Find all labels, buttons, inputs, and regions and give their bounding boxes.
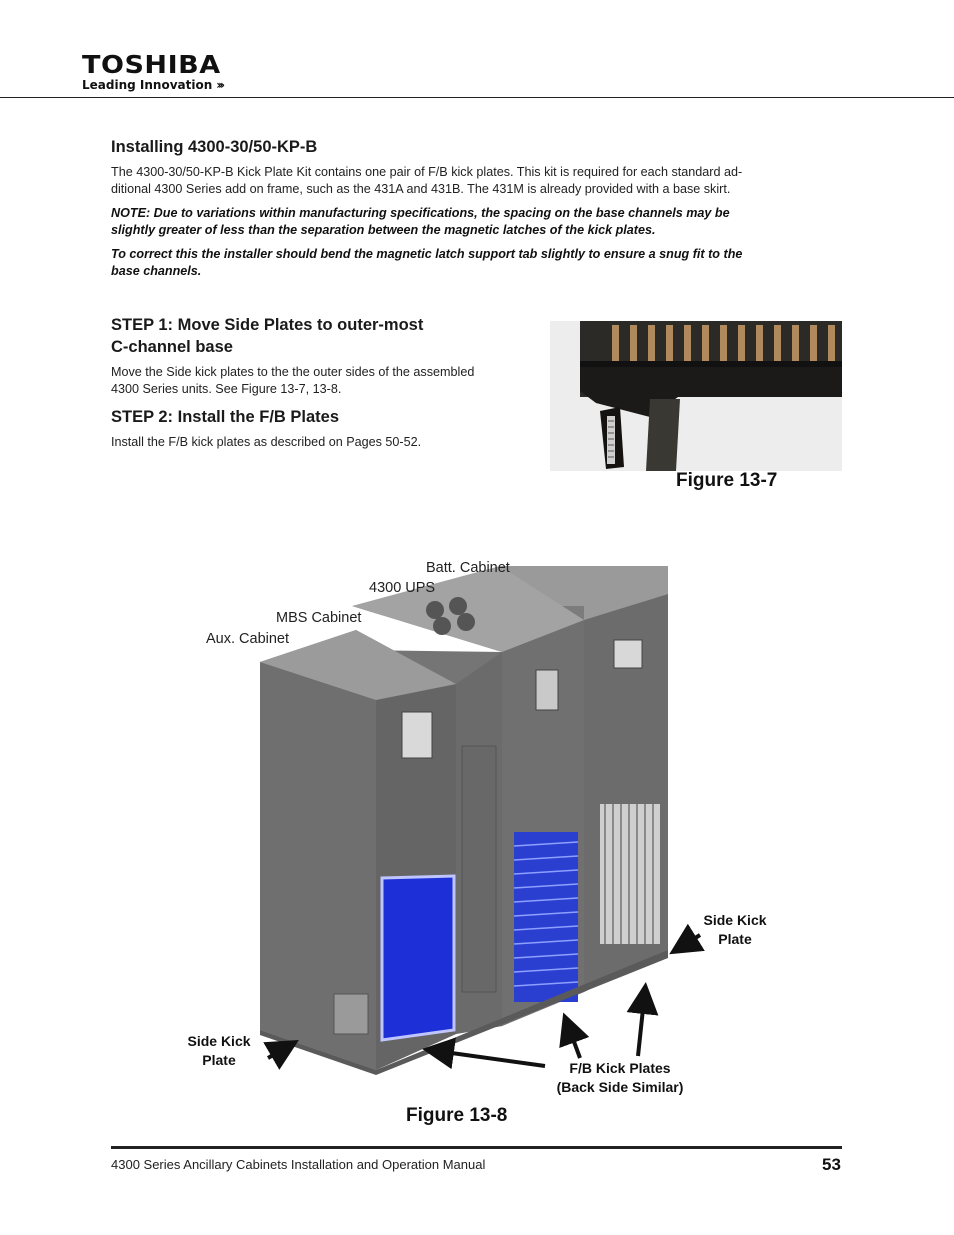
callout-side-kick-left: Side Kick Plate <box>174 1032 264 1070</box>
arrow-fb-1 <box>422 1037 546 1070</box>
note1-line-2: slightly greater of less than the separa… <box>111 223 656 237</box>
figure-13-8-caption: Figure 13-8 <box>406 1105 508 1126</box>
arrow-side-left <box>263 1039 299 1070</box>
tagline: Leading Innovation››› <box>82 78 225 92</box>
step2-text: Install the F/B kick plates as described… <box>111 435 422 449</box>
label-batt-cabinet: Batt. Cabinet <box>426 560 510 576</box>
callout-side-right-line-1: Side Kick <box>703 912 767 928</box>
step1-title-line-2: C-channel base <box>111 338 233 356</box>
callout-fb-line-2: (Back Side Similar) <box>556 1079 684 1095</box>
figure-13-7-photo <box>550 321 842 471</box>
step2-title: STEP 2: Install the F/B Plates <box>111 408 340 426</box>
arrow-fb-3 <box>626 982 659 1057</box>
figure-13-8-drawing <box>260 566 668 1075</box>
callout-side-left-line-1: Side Kick <box>187 1033 251 1049</box>
step1-text-line-2: 4300 Series units. See Figure 13-7, 13-8… <box>111 382 342 396</box>
callout-side-kick-right: Side Kick Plate <box>690 911 780 949</box>
note2-line-1: To correct this the installer should ben… <box>111 247 743 261</box>
tagline-text: Leading Innovation <box>82 78 213 92</box>
label-4300-ups: 4300 UPS <box>369 580 436 596</box>
header-rule <box>0 97 954 98</box>
figure-13-7-caption: Figure 13-7 <box>676 470 778 491</box>
callout-side-left-line-2: Plate <box>202 1052 236 1068</box>
label-mbs-cabinet: MBS Cabinet <box>276 610 362 626</box>
chevrons-icon: ››› <box>216 78 225 92</box>
callout-side-right-line-2: Plate <box>718 931 752 947</box>
note2-line-2: base channels. <box>111 264 202 278</box>
intro-line-1: The 4300-30/50-KP-B Kick Plate Kit conta… <box>111 165 743 179</box>
footer-manual-title: 4300 Series Ancillary Cabinets Installat… <box>111 1157 486 1172</box>
intro-line-2: ditional 4300 Series add on frame, such … <box>111 182 731 196</box>
arrow-fb-2 <box>559 1012 590 1059</box>
callout-fb-kick-plates: F/B Kick Plates (Back Side Similar) <box>540 1059 700 1097</box>
note1-line-1: NOTE: Due to variations within manufactu… <box>111 206 730 220</box>
label-aux-cabinet: Aux. Cabinet <box>206 631 290 647</box>
step1-text-line-1: Move the Side kick plates to the the out… <box>111 365 475 379</box>
footer-rule <box>111 1146 842 1149</box>
arrow-side-right <box>669 923 705 955</box>
toshiba-logo: TOSHIBA <box>82 50 221 79</box>
section-title: Installing 4300-30/50-KP-B <box>111 138 318 156</box>
callout-fb-line-1: F/B Kick Plates <box>569 1060 671 1076</box>
page-number: 53 <box>822 1155 841 1174</box>
step1-title-line-1: STEP 1: Move Side Plates to outer-most <box>111 316 424 334</box>
